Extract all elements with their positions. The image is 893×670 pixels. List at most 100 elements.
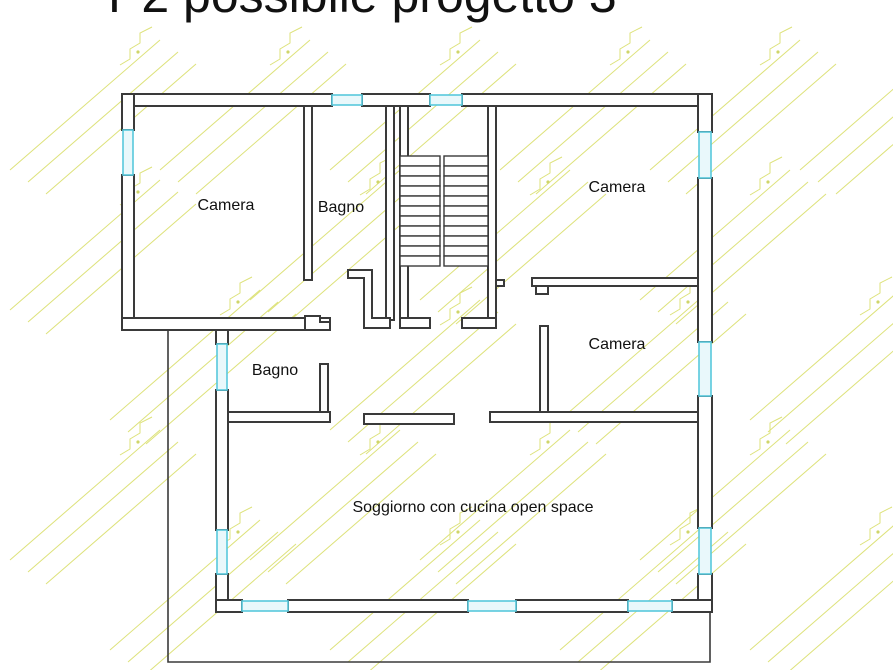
stair-step [443,195,489,207]
watermark-dot [766,440,770,444]
watermark-line [437,441,589,573]
wall-bagno-closet [347,269,391,329]
watermark-line [329,299,481,431]
watermark-logo [749,156,783,196]
watermark-line [667,51,819,183]
watermark-dot [136,440,140,444]
watermark-logo [269,26,303,66]
watermark-line [249,429,401,561]
wall-left-top [121,93,135,131]
watermark-line [817,116,893,183]
wall-bagno-small-top-left [215,329,229,345]
stair-step [443,175,489,187]
watermark-logo [439,26,473,66]
watermark-dot [686,300,690,304]
watermark-line [657,181,809,313]
wall-bagno-small-right [319,363,329,413]
window-right-soggiorno [698,527,712,575]
watermark-logo [859,276,893,316]
window-bottom-1 [241,600,289,612]
watermark-dot [136,190,140,194]
door-jamb-nw [304,315,331,331]
watermark-line [285,453,437,585]
window-bottom-3 [627,600,673,612]
watermark-dot [876,530,880,534]
window-bottom-2 [467,600,517,612]
watermark-line [799,88,893,171]
wall-right-top [697,93,713,133]
wall-stair-bottom-right [461,317,497,329]
watermark-line [27,191,179,323]
stair-step [399,165,441,177]
label-camera-ne: Camera [589,179,646,196]
watermark-line [455,453,607,585]
watermark-dot [376,180,380,184]
watermark-logo [219,506,253,546]
watermark-logo [359,156,393,196]
watermark-dot [456,310,460,314]
watermark-logo [859,506,893,546]
watermark-logo [439,286,473,326]
wall-bottom-mid-left [287,599,469,613]
watermark-logo [439,506,473,546]
stair-step [399,225,441,237]
wall-nw-bottom [121,317,331,331]
window-top-bagno [331,94,363,106]
window-left-bagno [216,343,228,391]
staircase [399,155,489,267]
stair-step [399,235,441,247]
watermark-dot [776,50,780,54]
wall-top-right [461,93,713,107]
watermark-dot [236,530,240,534]
door-jamb-ne [535,285,549,295]
stair-step [443,185,489,197]
wall-right-low [697,395,713,529]
watermark-dot [286,50,290,54]
watermark-line [9,39,161,171]
watermark-line [109,289,261,421]
watermark-line [749,525,893,651]
stair-step [399,185,441,197]
watermark-line [835,143,893,195]
watermark-line [365,323,517,455]
watermark-line [595,313,747,445]
stair-step [399,215,441,227]
wall-right-mid [697,177,713,343]
wall-camera-e-bottom [489,411,699,423]
stair-step [443,225,489,237]
wall-bagno-small-bottom [227,411,331,423]
watermark-line [535,63,687,195]
wall-stair-bottom-left [399,317,431,329]
stair-step [443,215,489,227]
stair-step [443,255,489,267]
wall-bottom-mid-right [515,599,629,613]
watermark-logo [119,416,153,456]
stair-step [399,175,441,187]
watermark-logo [759,26,793,66]
watermark-line [657,441,809,573]
watermark-dot [546,440,550,444]
watermark-dot [766,180,770,184]
watermark-dot [456,530,460,534]
terrace-outline [167,330,711,663]
window-right-camera-ne [698,131,712,179]
wall-ne-bottom [531,277,699,287]
watermark-line [329,519,481,651]
wall-left-low [121,174,135,331]
watermark-dot [456,50,460,54]
watermark-dot [236,300,240,304]
watermark-line [45,453,197,585]
windows [122,94,712,612]
watermark-dot [626,50,630,54]
watermark-logo [609,26,643,66]
wall-left-mid [215,389,229,531]
window-left-camera [122,129,134,176]
watermark-line [767,553,893,663]
stair-step [399,205,441,217]
watermark-line [455,193,607,325]
wall-camera-e-left [539,325,549,413]
watermark-dot [876,300,880,304]
window-top-stair [429,94,463,106]
page-title: P2 possibile progetto 3 [108,0,617,20]
